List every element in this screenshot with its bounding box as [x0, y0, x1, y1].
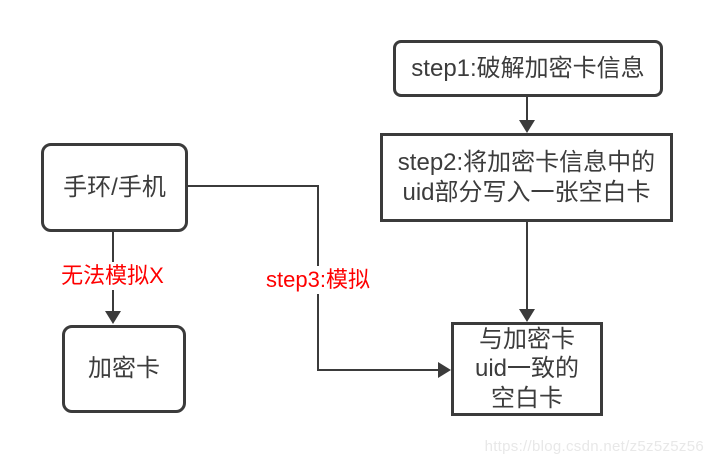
connector-step3-horizontal-bottom [317, 369, 439, 371]
connector-step2-blankcard-shaft [526, 222, 528, 310]
node-blank-card: 与加密卡 uid一致的 空白卡 [451, 322, 603, 416]
node-step1-crack-card: step1:破解加密卡信息 [393, 40, 663, 97]
node-step2-label-line2: uid部分写入一张空白卡 [402, 178, 651, 206]
connector-step2-blankcard-arrowhead-icon [519, 309, 535, 322]
connector-step3-horizontal-top [188, 185, 319, 187]
edge-label-cannot-simulate: 无法模拟X [50, 262, 175, 290]
node-step1-label: step1:破解加密卡信息 [411, 54, 645, 82]
connector-step1-step2-arrowhead-icon [519, 120, 535, 133]
node-encrypted-card-label: 加密卡 [88, 355, 160, 383]
node-blank-card-label-line2: uid一致的 [474, 355, 580, 383]
node-band-phone-label: 手环/手机 [63, 173, 166, 201]
connector-band-encryptedcard-arrowhead-icon [105, 311, 121, 324]
connector-step1-step2-shaft [526, 97, 528, 122]
node-blank-card-label-line1: 与加密卡 [479, 326, 575, 354]
connector-step3-arrowhead-icon [438, 362, 451, 378]
node-step2-write-uid: step2:将加密卡信息中的 uid部分写入一张空白卡 [380, 133, 673, 222]
node-band-phone: 手环/手机 [41, 143, 188, 232]
node-encrypted-card: 加密卡 [62, 325, 186, 413]
edge-label-step3-simulate: step3:模拟 [255, 266, 381, 294]
node-step2-label-line1: step2:将加密卡信息中的 [397, 149, 656, 177]
node-blank-card-label-line3: 空白卡 [491, 384, 563, 412]
blog-watermark: https://blog.csdn.net/z5z5z5z56 [484, 438, 704, 455]
